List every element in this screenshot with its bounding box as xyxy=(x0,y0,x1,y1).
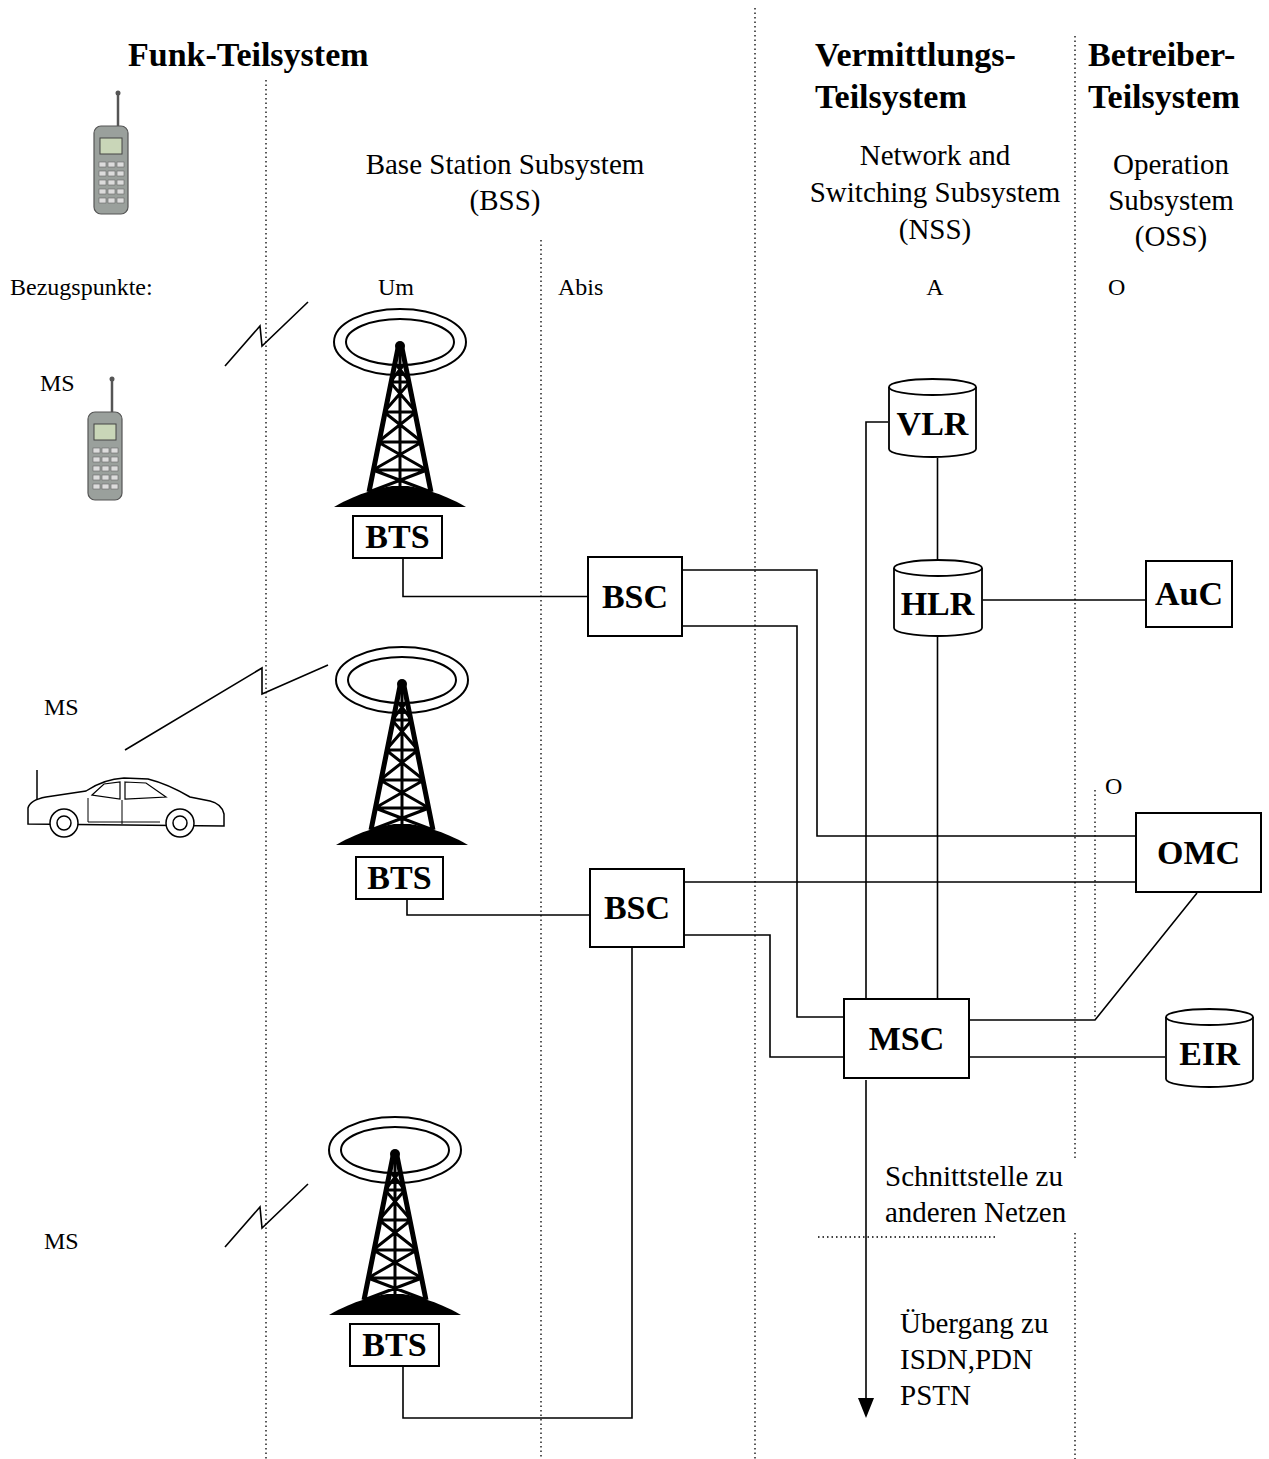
reference-point: A xyxy=(895,272,975,302)
node-label: VLR xyxy=(897,406,969,442)
connector-line xyxy=(407,900,589,916)
connector-line xyxy=(866,422,888,998)
bsc-box: BSC xyxy=(589,868,685,948)
subsystem-name: Operation Subsystem (OSS) xyxy=(1101,146,1241,254)
subsystem-heading: Betreiber- Teilsystem xyxy=(1088,34,1260,118)
bts-box: BTS xyxy=(352,515,443,559)
eir-database: EIR xyxy=(1165,1008,1254,1088)
subsystem-name: Base Station Subsystem (BSS) xyxy=(355,146,655,218)
subsystem-name: Network and Switching Subsystem (NSS) xyxy=(804,137,1066,248)
connector-line xyxy=(937,637,939,998)
connector-line xyxy=(685,935,843,1057)
bts-box: BTS xyxy=(349,1323,440,1367)
reference-lines xyxy=(266,8,1095,1459)
node-label: OMC xyxy=(1157,835,1240,871)
mobile-station-label: MS xyxy=(44,1226,79,1256)
antenna-tower xyxy=(336,647,468,845)
antenna-tower xyxy=(329,1117,461,1315)
node-label: BTS xyxy=(365,519,429,555)
omc-box: OMC xyxy=(1135,812,1262,893)
reference-point: Um xyxy=(356,272,436,302)
reference-line xyxy=(540,240,541,1459)
connector-line xyxy=(685,881,1135,883)
reference-line xyxy=(818,1236,998,1237)
mobile-station-label: MS xyxy=(40,368,75,398)
node-label: EIR xyxy=(1179,1036,1239,1072)
connector-line xyxy=(937,458,939,559)
subsystem-heading: Vermittlungs- Teilsystem xyxy=(815,34,1055,118)
radio-link xyxy=(225,1184,308,1247)
phone-icon xyxy=(94,91,128,215)
hlr-database: HLR xyxy=(893,559,983,637)
reference-point: O xyxy=(1108,272,1125,302)
node-label: BTS xyxy=(367,860,431,896)
reference-line xyxy=(265,80,266,1459)
connector-line xyxy=(970,1056,1165,1058)
subsystem-heading: Funk-Teilsystem xyxy=(128,33,369,77)
connector-line xyxy=(403,559,587,597)
connector-line xyxy=(683,626,843,1017)
reference-line xyxy=(1074,36,1075,1459)
mobile-station-label: MS xyxy=(44,692,79,722)
bsc-box: BSC xyxy=(587,556,683,637)
car-icon xyxy=(28,770,224,837)
reference-line xyxy=(754,8,755,1459)
node-label: BTS xyxy=(362,1327,426,1363)
auc-box: AuC xyxy=(1145,560,1233,628)
connector-line xyxy=(970,893,1197,1020)
reference-point: O xyxy=(1105,771,1122,801)
node-label: BSC xyxy=(602,579,668,615)
gateway-note: Übergang zu ISDN,PDN PSTN xyxy=(900,1305,1062,1413)
reference-title: Bezugspunkte: xyxy=(10,272,153,302)
msc-box: MSC xyxy=(843,998,970,1079)
interface-note: Schnittstelle zu anderen Netzen xyxy=(885,1158,1077,1230)
bts-box: BTS xyxy=(355,856,444,900)
vlr-database: VLR xyxy=(888,378,977,458)
network-exit-arrow xyxy=(858,1080,874,1418)
antenna-tower xyxy=(334,309,466,507)
node-label: BSC xyxy=(604,890,670,926)
radio-link xyxy=(225,302,308,366)
node-label: MSC xyxy=(869,1021,945,1057)
connector-line xyxy=(983,599,1146,601)
connector-line xyxy=(683,570,1135,836)
node-label: HLR xyxy=(901,586,975,622)
radio-links xyxy=(125,302,328,1247)
phone-icon xyxy=(88,377,122,501)
reference-point: Abis xyxy=(558,272,603,302)
reference-line xyxy=(1094,790,1095,1018)
node-label: AuC xyxy=(1155,576,1223,612)
radio-link xyxy=(125,665,328,750)
